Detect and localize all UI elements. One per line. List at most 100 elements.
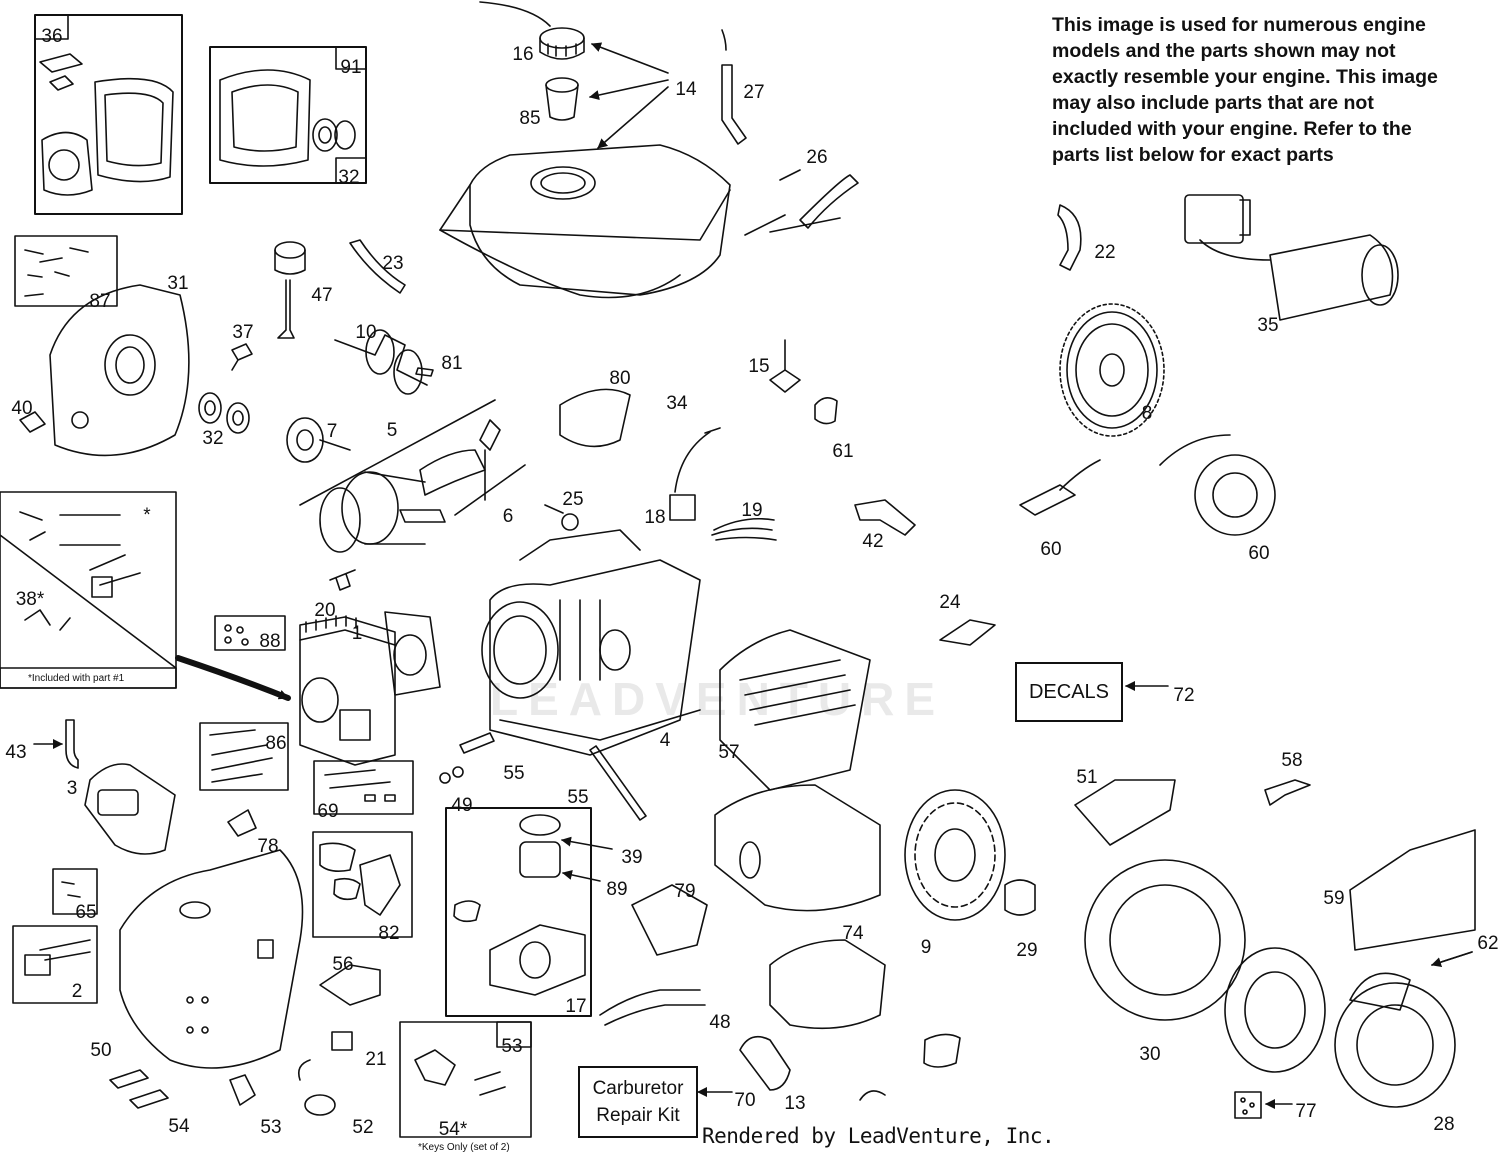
blower-housing-30 [1084,859,1246,1021]
small-parts-box-77 [1234,1091,1262,1119]
part-callout-86: 86 [265,733,286,754]
connecting-rod-6 [479,419,501,501]
part-callout-77: 77 [1295,1101,1316,1122]
muffler-74 [714,784,881,912]
part-callout-9: 9 [921,937,932,958]
part-callout-89: 89 [606,879,627,900]
bracket-42 [854,499,916,536]
part-callout-24: 24 [939,592,961,613]
part-callout-19: 19 [741,500,762,521]
part-callout-8: 8 [1142,403,1153,424]
bracket-79 [631,884,708,956]
part-callout-61: 61 [832,441,853,462]
fan-shroud-50 [119,849,304,1069]
knob-61 [814,397,838,425]
part-callout-40: 40 [11,398,32,419]
crankcase-cover-31 [49,284,190,457]
baffle-ring [1224,947,1326,1073]
part-callout-26: 26 [806,147,827,168]
part-callout-18: 18 [644,507,665,528]
dowel-pin-55 [459,732,495,754]
part-callout-43: 43 [5,742,26,763]
part-callout-79: 79 [674,881,695,902]
part-callout-25: 25 [562,489,583,510]
bearings-32 [198,392,250,434]
plate-59 [1349,829,1476,951]
camshaft-7 [286,417,351,463]
switch-plate-box-2 [12,925,98,1004]
part-callout-87: 87 [89,291,110,312]
bracket-24 [939,619,996,646]
part-callout-35: 35 [1257,315,1278,336]
electric-starter-35 [1184,194,1399,321]
cylinder-head-1 [299,615,396,766]
valve-cover-3 [84,763,176,855]
part-callout-32: 32 [338,167,359,188]
engine-block-4 [481,529,701,756]
part-callout-34: 34 [666,393,688,414]
heat-shield-51 [1074,779,1176,846]
part-callout-42: 42 [862,531,883,552]
part-callout-91: 91 [340,57,361,78]
gasket-box-82 [312,831,413,938]
part-callout-72: 72 [1173,685,1194,706]
part-callout-88: 88 [259,631,280,652]
bracket-22 [1057,204,1082,271]
part-callout-82: 82 [378,923,399,944]
small-parts-box-88 [214,615,286,651]
stator-60b [1159,434,1276,536]
starter-cup-29 [1004,879,1036,916]
part-callout-2: 2 [72,981,83,1002]
crankshaft-10 [334,329,428,395]
ignition-switch-53 [229,1074,256,1106]
washer-49 [439,772,451,784]
part-callout-39: 39 [621,847,642,868]
part-callout-54: 54* [439,1119,468,1140]
bolt-box-86 [199,722,289,791]
part-callout-62: 62 [1477,933,1498,954]
part-callout-80: 80 [609,368,630,389]
muffler-guard-57 [719,629,871,791]
part-callout-29: 29 [1016,940,1037,961]
compatibility-notice: This image is used for numerous engine m… [1052,14,1438,166]
part-callout-30: 30 [1139,1044,1160,1065]
part-callout-1: 1 [352,623,363,644]
decals-label: DECALS [1015,662,1123,722]
part-callout-37: 37 [232,322,253,343]
cover-56 [319,964,381,1006]
switch-21 [331,1031,353,1051]
clip-58 [1264,779,1311,806]
part-callout-48: 48 [709,1012,730,1033]
part-callout-23: 23 [382,253,403,274]
part-callout-16: 16 [512,44,533,65]
part-callout-3: 3 [67,778,78,799]
gasket-bearing-box-91 [209,46,367,184]
stud-box-69 [313,760,414,815]
heat-shield-80 [559,388,631,448]
part-callout-52: 52 [352,1117,373,1138]
part-callout-78: 78 [257,836,278,857]
dipstick-47 [274,241,306,339]
carburetor-box-17 [445,807,592,1017]
part-callout-20: 20 [314,600,335,621]
spark-plug-20 [329,569,356,591]
fuel-tank [439,144,731,299]
part-callout-31: 31 [167,273,188,294]
keys-54 [109,1069,169,1109]
part-callout-69: 69 [317,801,338,822]
part-callout-58: 58 [1281,750,1302,771]
part-callout-85: 85 [519,108,540,129]
part-callout-55: 55 [567,787,588,808]
part-callout-13: 13 [784,1093,805,1114]
part-callout-51: 51 [1076,767,1097,788]
part-callout-14: 14 [675,79,697,100]
part-callout-57: 57 [718,742,739,763]
fuel-cap-16 [479,1,585,60]
fuel-cap-52 [297,1059,336,1116]
fuel-valve-15 [769,339,801,393]
ignition-coil-18 [669,427,721,521]
part-callout-70: 70 [734,1090,755,1111]
included-with-part-note: *Included with part #1 [28,673,125,684]
part-callout-50: 50 [90,1040,111,1061]
